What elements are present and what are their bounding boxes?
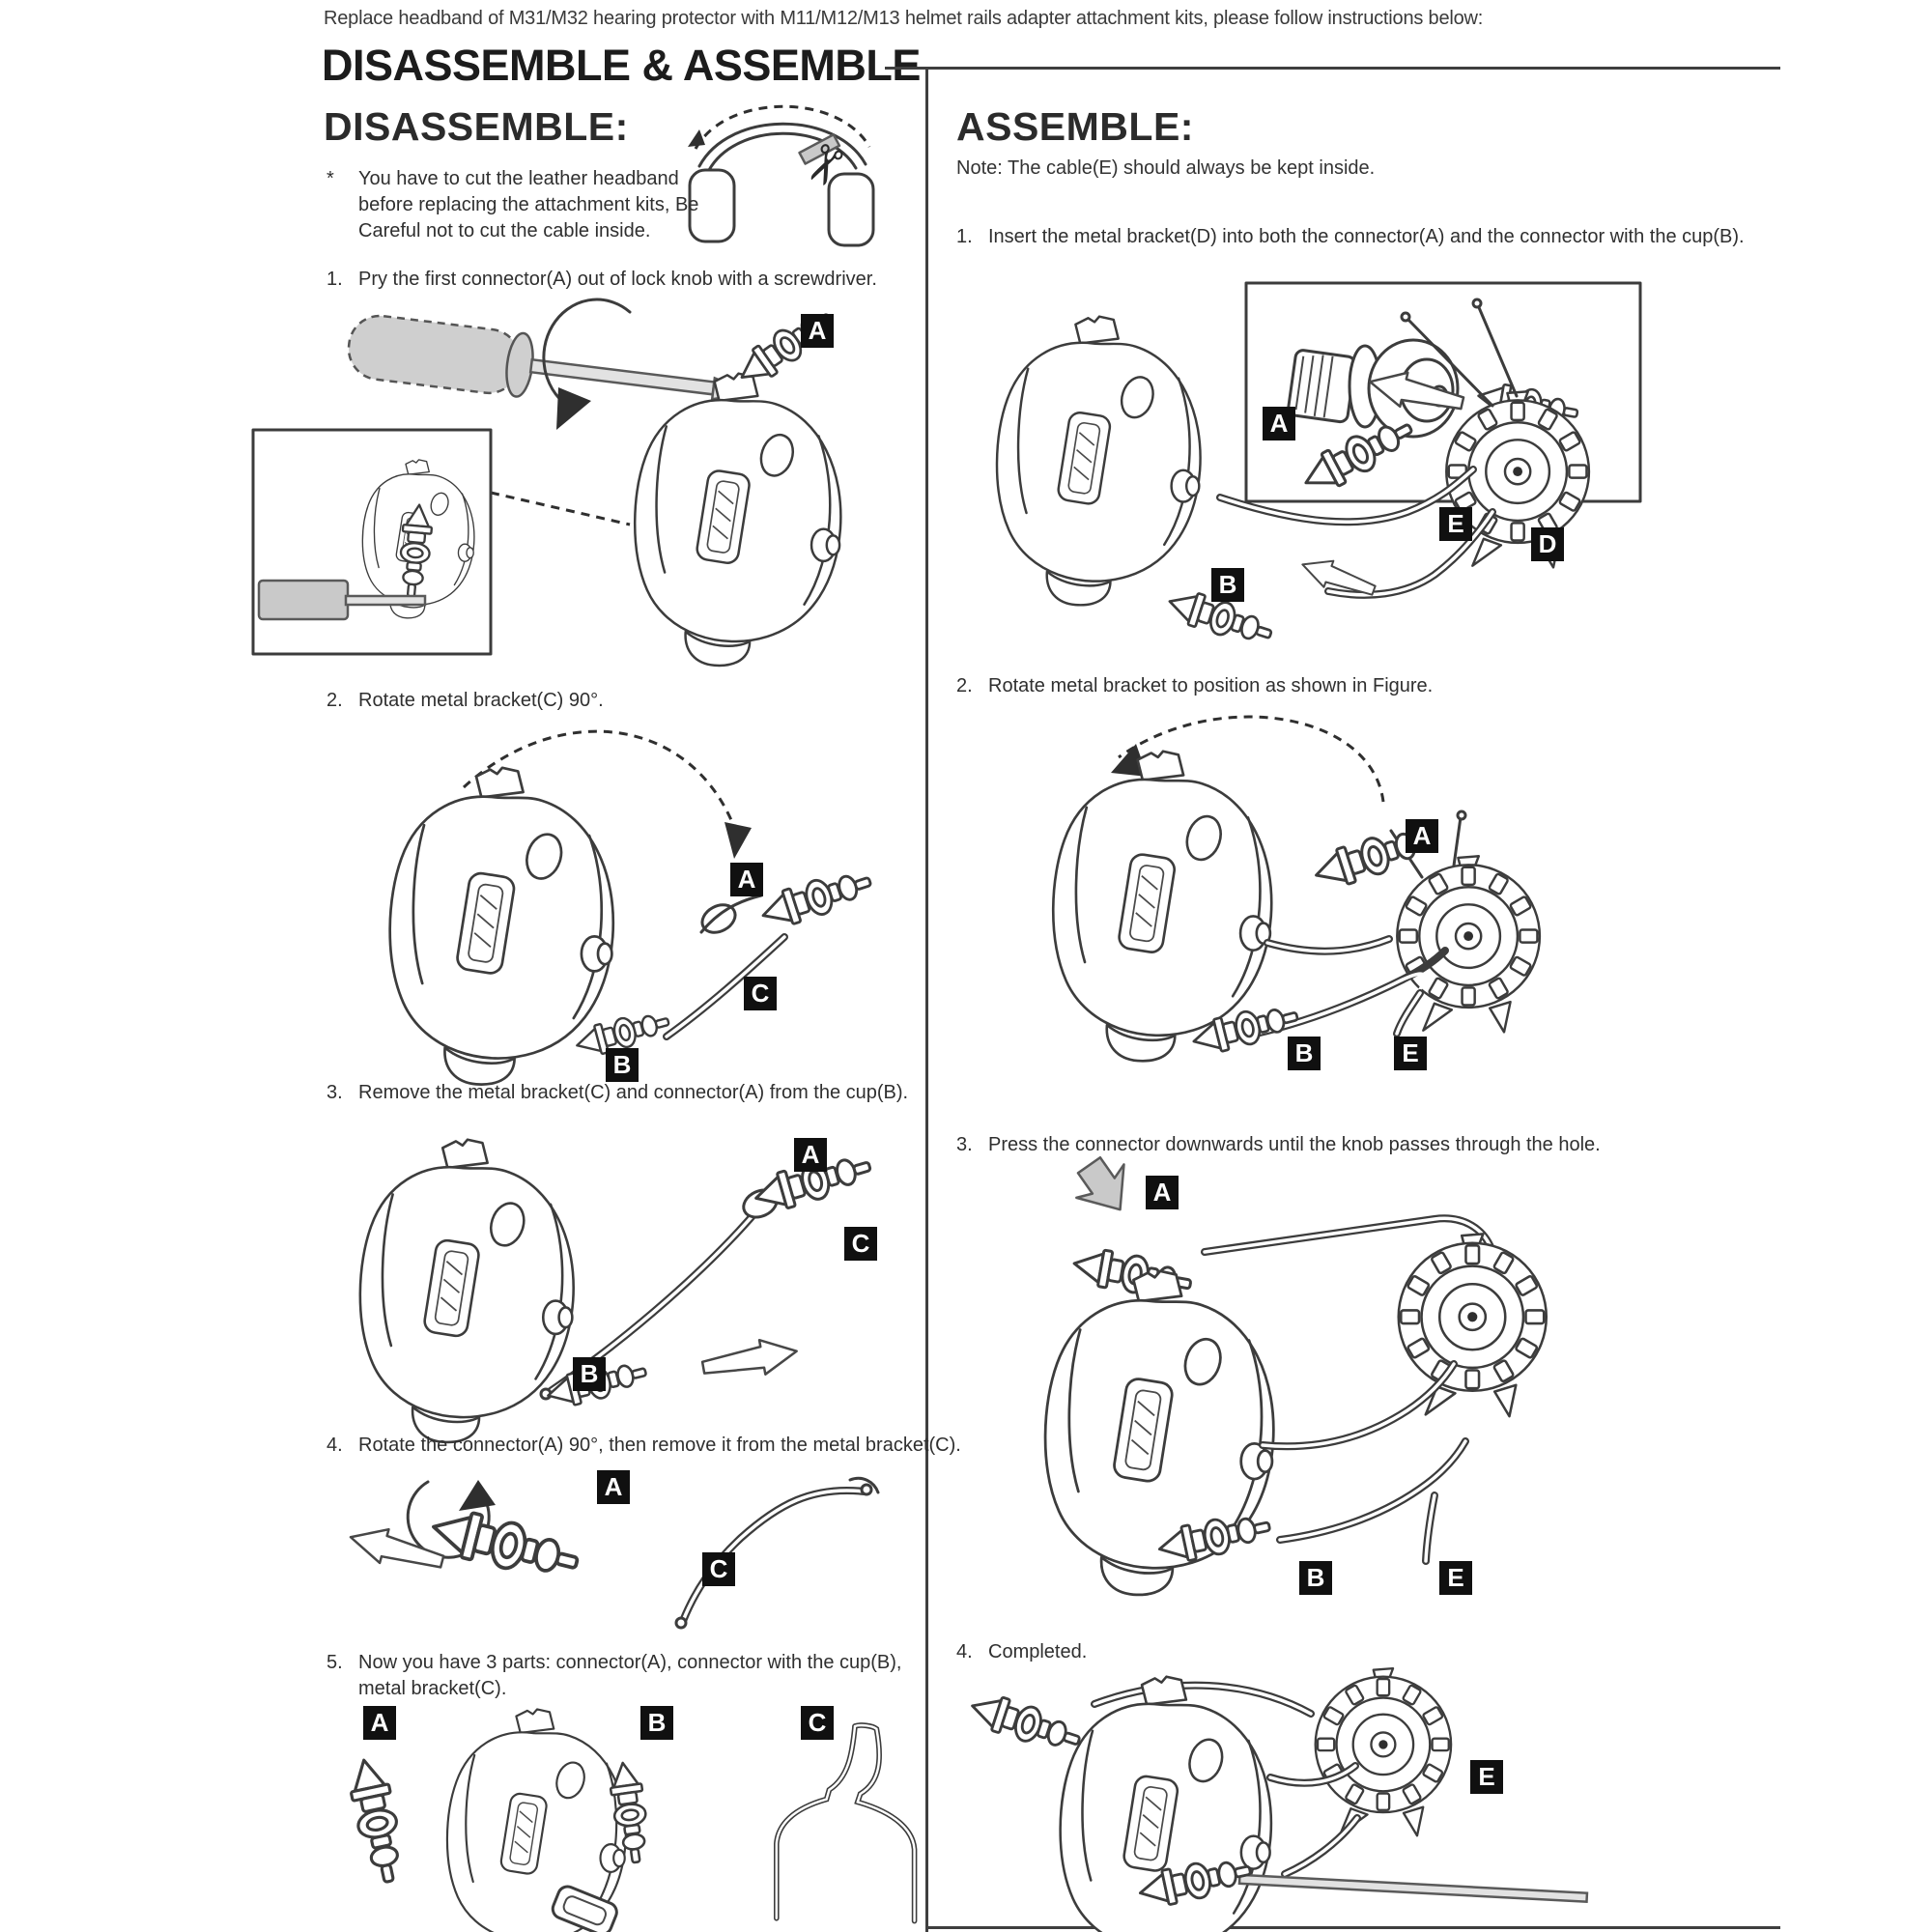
part-label-a: A [730, 863, 763, 896]
remove-arrow [345, 1519, 448, 1580]
part-label-a: A [1263, 407, 1295, 440]
step-text: Rotate the connector(A) 90°, then remove… [358, 1435, 961, 1456]
latch-illustration [551, 1885, 618, 1932]
part-label-a: A [794, 1138, 827, 1172]
disassemble-heading: DISASSEMBLE: [324, 104, 629, 149]
step-number: 3. [327, 1082, 343, 1103]
ear-cup-illustration [995, 315, 1202, 607]
metal-bracket-illustration [777, 1725, 915, 1921]
step-text: Completed. [988, 1641, 1088, 1662]
assemble-step-1: 1. Insert the metal bracket(D) into both… [956, 224, 1758, 250]
step-number: 2. [956, 675, 973, 696]
screwdriver-icon [347, 314, 737, 401]
part-label-c: C [702, 1552, 735, 1586]
rail-rod-illustration [1237, 1873, 1589, 1904]
bracket-eyelet [700, 903, 737, 934]
step-number: 2. [327, 690, 343, 711]
page-title: DISASSEMBLE & ASSEMBLE [322, 41, 921, 90]
part-label-e: E [1439, 507, 1472, 541]
press-arrow [1075, 1155, 1125, 1211]
part-label-a: A [1146, 1176, 1179, 1209]
part-label-a: A [801, 314, 834, 348]
ear-cup-illustration [388, 766, 615, 1086]
figure-headphones-cut: ✂ [676, 89, 889, 258]
assemble-step-4: 4. Completed. [956, 1639, 1758, 1665]
figure-disassemble-step1: A [251, 295, 889, 681]
step-text: Now you have 3 parts: connector(A), conn… [358, 1652, 902, 1699]
part-label-e: E [1439, 1561, 1472, 1595]
step-text: Pry the first connector(A) out of lock k… [358, 269, 877, 290]
figure-disassemble-step5: A B C [319, 1702, 927, 1932]
warning-marker: * [327, 168, 334, 189]
part-label-c: C [744, 977, 777, 1010]
part-label-a: A [1406, 819, 1438, 853]
part-label-b: B [573, 1357, 606, 1391]
step-number: 3. [956, 1134, 973, 1155]
step-text: Rotate metal bracket(C) 90°. [358, 690, 604, 711]
pry-tool-icon [257, 579, 350, 621]
headphones-scissors-illustration: ✂ [688, 104, 875, 247]
step-number: 4. [327, 1435, 343, 1456]
left-ear-cup [688, 168, 736, 243]
part-label-c: C [844, 1227, 877, 1261]
assemble-step-3: 3. Press the connector downwards until t… [956, 1132, 1758, 1158]
disassemble-step-5: 5. Now you have 3 parts: connector(A), c… [327, 1650, 964, 1702]
figure-disassemble-step3: A C B [324, 1111, 913, 1444]
step-number: 5. [327, 1652, 343, 1673]
step-text: Insert the metal bracket(D) into both th… [988, 226, 1745, 247]
part-label-a: A [363, 1706, 396, 1740]
part-label-c: C [801, 1706, 834, 1740]
step-text: Press the connector downwards until the … [988, 1134, 1601, 1155]
figure-assemble-step1: A B E D [952, 280, 1782, 667]
part-label-a: A [597, 1470, 630, 1504]
disassemble-warning: * You have to cut the leather headband b… [327, 166, 732, 244]
figure-assemble-step2: A B E [966, 703, 1594, 1123]
disassemble-step-3: 3. Remove the metal bracket(C) and conne… [327, 1080, 945, 1106]
part-label-b: B [1288, 1037, 1321, 1070]
right-ear-cup [827, 172, 875, 247]
connector-a-illustration [756, 863, 877, 934]
rotate-path-arrow [1118, 715, 1385, 803]
part-label-b: B [640, 1706, 673, 1740]
disassemble-step-2: 2. Rotate metal bracket(C) 90°. [327, 688, 945, 714]
column-divider [925, 67, 928, 1932]
connector-a-illustration [965, 1688, 1086, 1759]
rotate-path-arrow [462, 729, 740, 838]
connector-a-illustration [426, 1502, 584, 1587]
disassemble-step-4: 4. Rotate the connector(A) 90°, then rem… [327, 1433, 964, 1459]
inset-closeup-box [251, 428, 493, 656]
disassemble-step-1: 1. Pry the first connector(A) out of loc… [327, 267, 945, 293]
warning-text: You have to cut the leather headband bef… [358, 168, 699, 242]
connector-a-illustration [343, 1754, 411, 1888]
part-label-d: D [1531, 527, 1564, 561]
rotary-dial-illustration [1314, 1666, 1453, 1837]
bottom-rule [925, 1926, 1780, 1929]
step-number: 1. [327, 269, 343, 290]
part-label-b: B [1299, 1561, 1332, 1595]
figure-assemble-step4: E [952, 1663, 1589, 1932]
pull-arrow [698, 1332, 802, 1386]
figure-disassemble-step2: A C B [328, 729, 918, 1086]
ear-cup-illustration [633, 372, 842, 668]
part-label-b: B [606, 1048, 639, 1082]
part-label-e: E [1470, 1760, 1503, 1794]
step-number: 4. [956, 1641, 973, 1662]
part-label-e: E [1394, 1037, 1427, 1070]
assemble-note: Note: The cable(E) should always be kept… [956, 157, 1376, 179]
title-rule [885, 67, 1780, 70]
figure-disassemble-step4: A C [324, 1461, 923, 1649]
rotary-dial-illustration [1396, 855, 1542, 1034]
rotate-arrow [542, 298, 632, 411]
part-label-b: B [1211, 568, 1244, 602]
figure-assemble-step3: A B E [952, 1155, 1589, 1600]
step-text: Remove the metal bracket(C) and connecto… [358, 1082, 909, 1103]
step-text: Rotate metal bracket to position as show… [988, 675, 1434, 696]
rotary-dial-illustration [1397, 1233, 1548, 1418]
assemble-step-2: 2. Rotate metal bracket to position as s… [956, 673, 1758, 699]
ear-cup-illustration [1043, 1269, 1275, 1597]
page-header-text: Replace headband of M31/M32 hearing prot… [324, 8, 1484, 29]
assemble-heading: ASSEMBLE: [956, 104, 1194, 149]
step-number: 1. [956, 226, 973, 247]
